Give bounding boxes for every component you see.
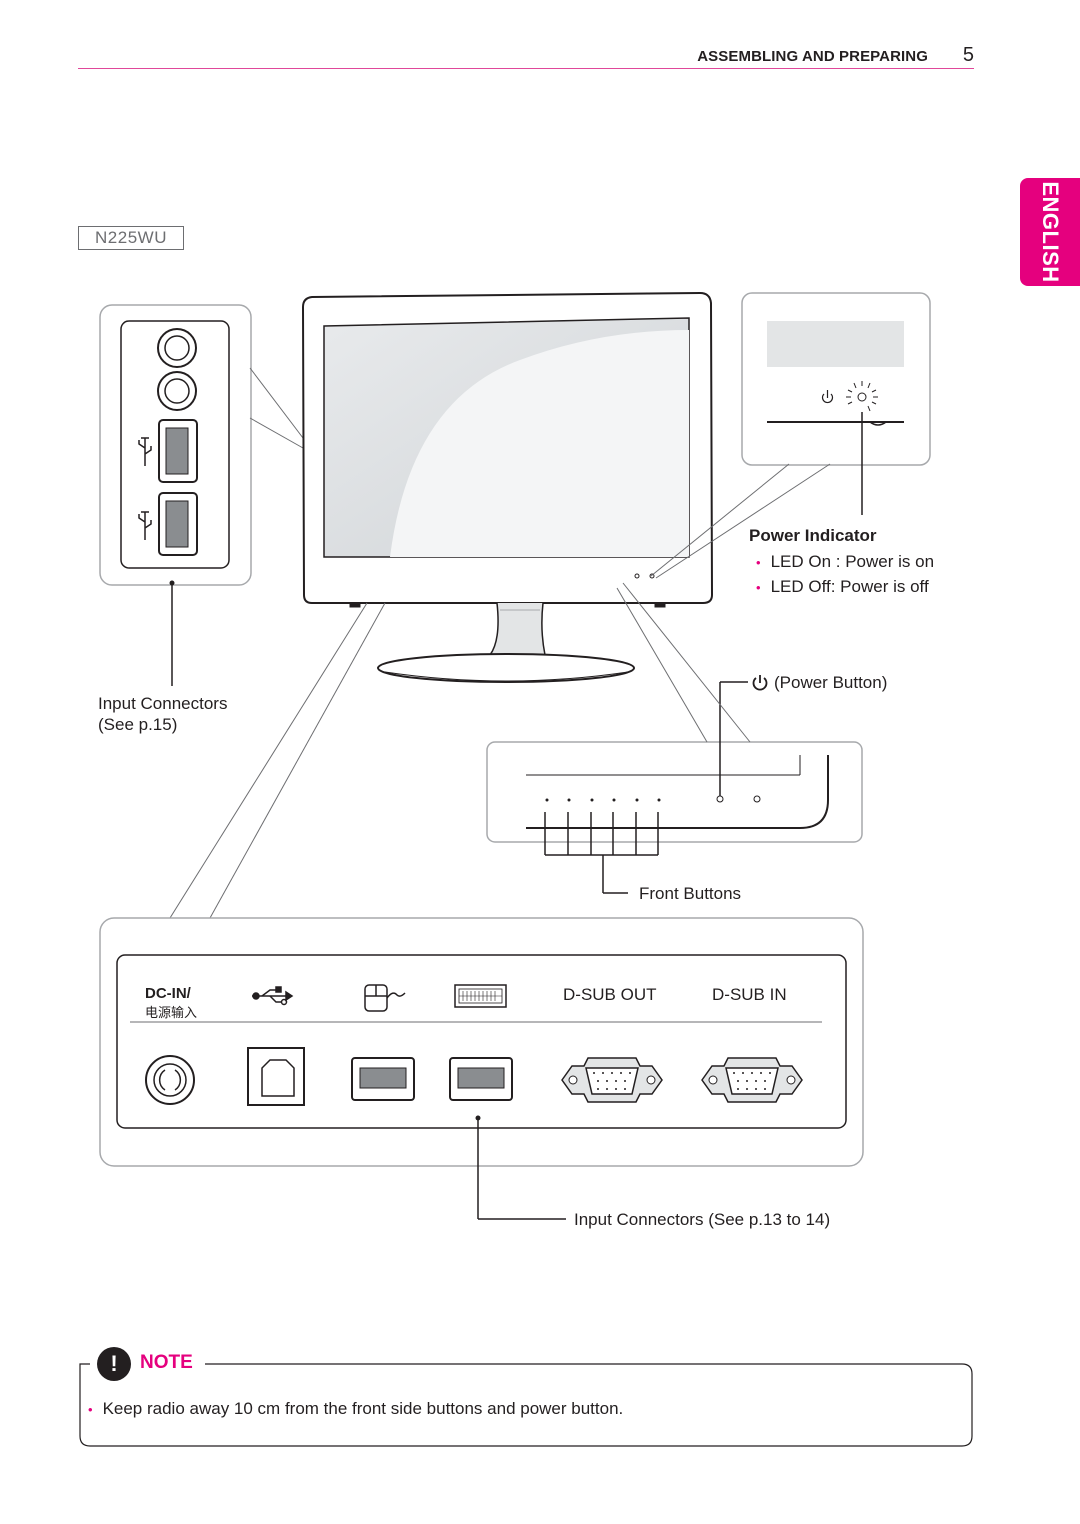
side-input-connectors-ref: (See p.15) (98, 715, 178, 734)
keyboard-icon (454, 984, 507, 1008)
power-indicator-item-text: LED Off: Power is off (770, 577, 929, 596)
rear-input-connectors-label: Input Connectors (See p.13 to 14) (574, 1210, 831, 1229)
section-title: ASSEMBLING AND PREPARING (697, 48, 928, 65)
front-buttons-label: Front Buttons (639, 884, 742, 903)
power-indicator-title: Power Indicator (749, 526, 877, 545)
power-indicator-item: • LED Off: Power is off (756, 577, 929, 597)
bullet-icon: • (88, 1402, 93, 1417)
note-frame (79, 1363, 973, 1447)
power-button-label: (Power Button) (774, 673, 888, 692)
monitor-front (301, 291, 714, 683)
bullet-icon: • (756, 580, 761, 595)
note-text: • Keep radio away 10 cm from the front si… (88, 1399, 623, 1419)
note-title: NOTE (140, 1352, 193, 1373)
side-input-connectors-label: Input Connectors (98, 694, 228, 713)
dc-in-label: DC-IN/ (145, 985, 191, 1002)
language-tab[interactable]: ENGLISH (1020, 178, 1080, 286)
note-text-body: Keep radio away 10 cm from the front sid… (102, 1399, 624, 1418)
power-indicator-item: • LED On : Power is on (756, 552, 934, 572)
rear-ports-detail (99, 602, 864, 1220)
usb-icon (252, 986, 294, 1006)
power-icon (752, 675, 768, 691)
header-rule (78, 68, 974, 69)
page-number: 5 (962, 44, 974, 66)
d-sub-in-label: D-SUB IN (712, 985, 787, 1004)
usb-icon (138, 437, 152, 540)
side-port-detail (99, 304, 252, 586)
front-buttons-detail (486, 681, 863, 894)
mouse-icon (364, 984, 406, 1012)
warning-icon: ! (97, 1347, 131, 1381)
power-indicator-item-text: LED On : Power is on (770, 552, 935, 571)
power-icon (821, 390, 834, 404)
bullet-icon: • (756, 555, 761, 570)
model-label: N225WU (78, 226, 184, 250)
dc-in-label-cn: 电源输入 (145, 1006, 198, 1021)
d-sub-out-label: D-SUB OUT (563, 985, 657, 1004)
power-indicator-detail (741, 292, 931, 515)
